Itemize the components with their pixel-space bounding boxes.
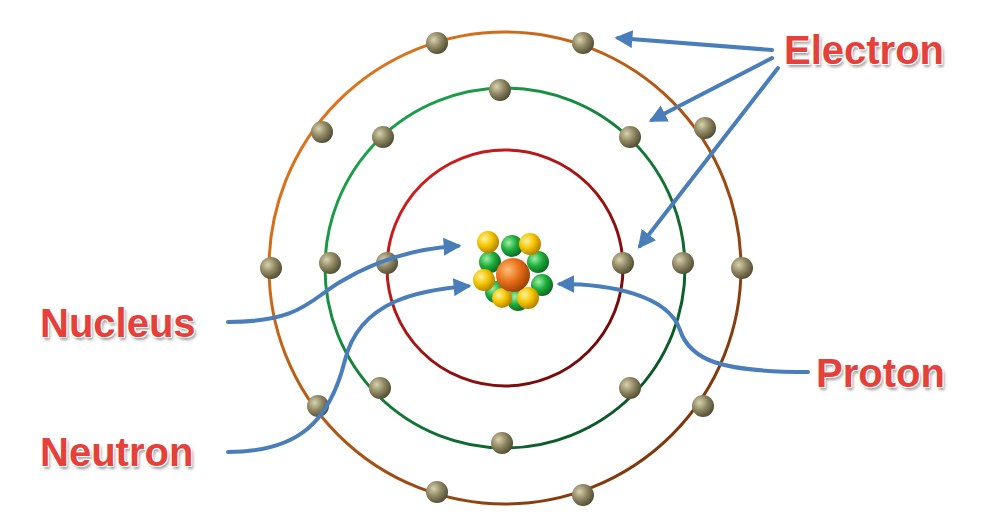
leader-arrow	[228, 246, 458, 322]
proton-ball	[477, 231, 499, 253]
proton-label: Proton	[816, 353, 945, 393]
electron	[319, 252, 341, 274]
middle-shell	[325, 88, 685, 448]
electron	[260, 257, 282, 279]
electron	[619, 377, 641, 399]
electron	[372, 126, 394, 148]
electron	[672, 252, 694, 274]
leader-arrow	[652, 58, 772, 120]
electron	[489, 79, 511, 101]
leader-arrows	[228, 38, 808, 452]
electron	[692, 395, 714, 417]
leader-arrow	[228, 286, 468, 452]
electron	[612, 252, 634, 274]
nucleus-cluster	[473, 231, 553, 311]
proton-ball	[473, 269, 495, 291]
leader-arrow	[618, 38, 772, 50]
proton-ball	[519, 233, 541, 255]
proton-core	[496, 258, 530, 292]
nucleus-label: Nucleus	[40, 303, 196, 343]
neutron-label: Neutron	[40, 432, 193, 472]
electrons	[260, 32, 753, 506]
inner-shell	[387, 150, 623, 386]
outer-shell	[269, 32, 741, 504]
electron	[694, 117, 716, 139]
electron	[491, 432, 513, 454]
leader-arrow	[560, 284, 808, 372]
electron-label: Electron	[784, 30, 944, 70]
electron	[572, 484, 594, 506]
electron	[426, 32, 448, 54]
electron	[426, 481, 448, 503]
electron	[619, 126, 641, 148]
electron-shells	[269, 32, 741, 504]
leader-arrow	[640, 68, 778, 246]
electron	[311, 121, 333, 143]
electron	[731, 257, 753, 279]
electron	[369, 377, 391, 399]
electron	[572, 32, 594, 54]
